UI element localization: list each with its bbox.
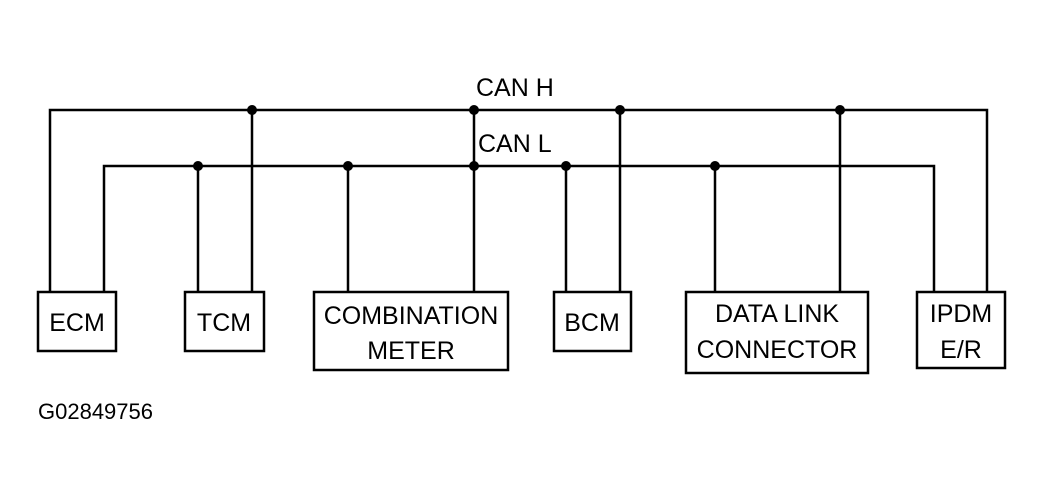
bcm-label: BCM bbox=[564, 309, 620, 337]
tcm-label: TCM bbox=[197, 309, 251, 337]
can-l-label: CAN L bbox=[478, 130, 552, 158]
can-h-junction-tcm bbox=[247, 105, 257, 115]
can-l-junction-meter bbox=[343, 161, 353, 171]
data-link-connector-module: DATA LINK CONNECTOR bbox=[684, 290, 870, 375]
can-l-junction-crossing bbox=[469, 161, 479, 171]
ecm-module: ECM bbox=[36, 290, 118, 353]
ipdm-label-line1: IPDM bbox=[930, 300, 993, 328]
tcm-module: TCM bbox=[183, 290, 266, 353]
ipdm-label-line2: E/R bbox=[940, 336, 982, 364]
figure-id: G02849756 bbox=[38, 399, 153, 424]
can-l-junction-tcm bbox=[193, 161, 203, 171]
can-h-junction-dlc bbox=[835, 105, 845, 115]
can-h-label: CAN H bbox=[476, 74, 554, 102]
can-l-junction-dlc bbox=[710, 161, 720, 171]
data-link-connector-label-line2: CONNECTOR bbox=[697, 336, 858, 364]
combination-meter-module: COMBINATION METER bbox=[312, 290, 510, 372]
can-l-bus-wire bbox=[102, 164, 936, 292]
can-h-bus-wire bbox=[48, 108, 989, 292]
can-l-junction-bcm bbox=[561, 161, 571, 171]
ipdm-er-module: IPDM E/R bbox=[915, 290, 1007, 370]
ecm-label: ECM bbox=[49, 309, 105, 337]
data-link-connector-label-line1: DATA LINK bbox=[715, 300, 839, 328]
bcm-module: BCM bbox=[552, 290, 633, 353]
can-h-junction-bcm bbox=[615, 105, 625, 115]
combination-meter-label-line1: COMBINATION bbox=[324, 302, 499, 330]
combination-meter-label-line2: METER bbox=[367, 337, 455, 365]
can-h-junction-meter bbox=[469, 105, 479, 115]
